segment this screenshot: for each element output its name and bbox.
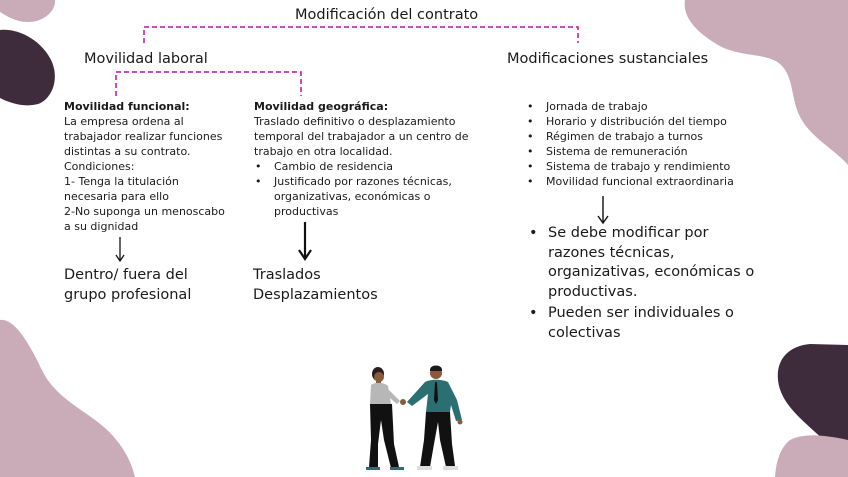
geographic-mobility-title: Movilidad geográfica:	[254, 100, 389, 113]
functional-line: La empresa ordena al	[64, 115, 184, 128]
geographic-line: trabajo en otra localidad.	[254, 145, 393, 158]
note-line: organizativas, económicas o	[548, 264, 755, 280]
list-item: Sistema de remuneración	[526, 144, 756, 159]
functional-line: trabajador realizar funciones	[64, 130, 223, 143]
bullet-text: productivas	[274, 205, 339, 218]
bullet-text: Cambio de residencia	[274, 160, 394, 173]
substantial-modifications-list: Jornada de trabajo Horario y distribució…	[526, 99, 756, 189]
functional-line: a su dignidad	[64, 220, 139, 233]
arrow-down-icon-2	[298, 222, 312, 261]
list-item: Sistema de trabajo y rendimiento	[526, 159, 756, 174]
functional-mobility-block: Movilidad funcional: La empresa ordena a…	[64, 99, 239, 234]
functional-line: 2-No suponga un menoscabo	[64, 205, 225, 218]
list-item: Se debe modificar por razones técnicas, …	[528, 224, 768, 302]
diagram-title: Modificación del contrato	[295, 7, 479, 23]
bullet-text: Justificado por razones técnicas,	[274, 175, 452, 188]
note-line: Pueden ser individuales o	[548, 305, 734, 321]
list-item: Horario y distribución del tiempo	[526, 114, 756, 129]
note-line: razones técnicas,	[548, 244, 675, 261]
functional-line: 1- Tenga la titulación	[64, 175, 179, 188]
blob-bottom-right-light	[775, 435, 848, 477]
geographic-line: temporal del trabajador a un centro de	[254, 130, 469, 143]
geographic-bullet-list: Cambio de residencia Justificado por raz…	[254, 159, 484, 219]
note-line: productivas.	[548, 283, 638, 300]
blob-bottom-left	[0, 319, 135, 477]
list-item: Jornada de trabajo	[526, 99, 756, 114]
functional-result: Dentro/ fuera del grupo profesional	[64, 266, 191, 305]
blob-top-left-light	[0, 0, 56, 22]
functional-line: distintas a su contrato.	[64, 145, 191, 158]
connector-lines	[115, 26, 579, 96]
note-line: Se debe modificar por	[548, 225, 709, 241]
bullet-text: organizativas, económicas o	[274, 190, 431, 203]
geographic-result-line: Desplazamientos	[253, 286, 378, 303]
list-item: Justificado por razones técnicas, organi…	[254, 174, 484, 219]
list-item: Movilidad funcional extraordinaria	[526, 174, 756, 189]
geographic-mobility-block: Movilidad geográfica: Traslado definitiv…	[254, 99, 484, 219]
geographic-result: Traslados Desplazamientos	[253, 266, 378, 305]
list-item: Cambio de residencia	[254, 159, 484, 174]
blob-bottom-right-dark	[777, 344, 848, 455]
branch-heading-left: Movilidad laboral	[84, 51, 208, 67]
arrow-down-icon-3	[597, 196, 609, 225]
blob-top-right	[684, 0, 848, 165]
functional-line: necesaria para ello	[64, 190, 169, 203]
functional-line: Condiciones:	[64, 160, 135, 173]
branch-heading-right: Modificaciones sustanciales	[507, 51, 709, 67]
functional-result-line: grupo profesional	[64, 286, 192, 303]
handshake-illustration	[366, 365, 463, 470]
list-item: Régimen de trabajo a turnos	[526, 129, 756, 144]
list-item: Pueden ser individuales o colectivas	[528, 304, 768, 343]
arrow-down-icon	[115, 237, 125, 263]
blob-top-left-dark	[0, 29, 55, 106]
geographic-result-line: Traslados	[253, 267, 321, 283]
substantial-notes: Se debe modificar por razones técnicas, …	[528, 224, 768, 343]
geographic-line: Traslado definitivo o desplazamiento	[254, 115, 456, 128]
note-line: colectivas	[548, 324, 621, 341]
functional-result-line: Dentro/ fuera del	[64, 267, 188, 283]
functional-mobility-title: Movilidad funcional:	[64, 100, 190, 113]
